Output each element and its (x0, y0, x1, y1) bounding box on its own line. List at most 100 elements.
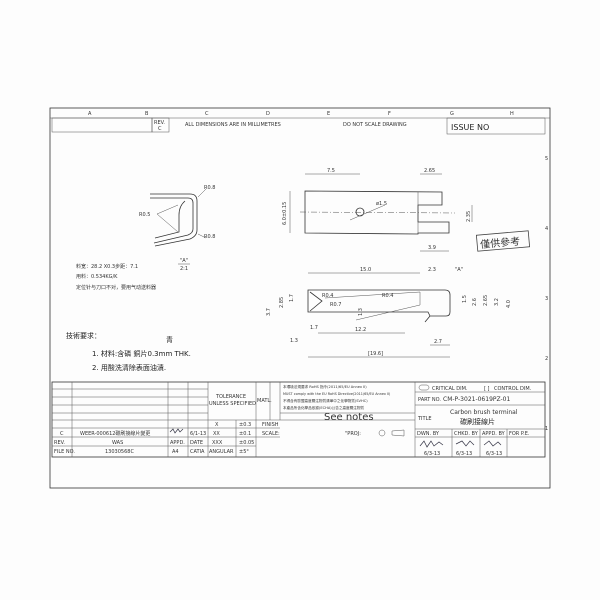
top-view-outline (304, 190, 450, 235)
tech-requirement-2: 2. 用酸洗清除表面油漬. (92, 363, 166, 372)
dim-2-3: 2.3 (428, 267, 436, 273)
dim-7-5: 7.5 (327, 168, 335, 174)
rev-row-rev: C (60, 431, 64, 437)
side-number-5: 5 (545, 156, 548, 162)
tolerance-heading: TOLERANCE (215, 394, 246, 400)
zone-b: B (145, 111, 149, 117)
side-number-3: 3 (545, 296, 548, 302)
tech-requirements-heading: 技術要求： (66, 331, 101, 340)
dim-1-7a: 1.7 (289, 294, 295, 302)
rev-header-appd: APPD. (170, 440, 185, 446)
dim-1-7b: 1.7 (310, 325, 318, 331)
tol-angular-label: ANGULAR (209, 449, 234, 455)
title-label: TITLE (417, 416, 432, 422)
tol-xxx-label: XXX (212, 440, 223, 446)
zone-labels: A B C D E F G H (88, 111, 514, 117)
side-number-1: 1 (545, 426, 548, 432)
title-block-frame (51, 381, 546, 458)
leader-r05-b (156, 213, 179, 233)
dim-3-9: 3.9 (428, 245, 436, 251)
dim-3-7: 3.7 (266, 308, 272, 316)
dim-r08-bottom: R0.8 (204, 234, 215, 240)
side-view-spring (324, 291, 421, 321)
rohs-line-2: MUST comply with the EU RoHS Directive(2… (283, 392, 391, 396)
side-number-2: 2 (545, 356, 548, 362)
dim-2-85: 2.85 (279, 297, 285, 308)
dim-2-65: 2.65 (424, 168, 435, 174)
detail-a-outer-bend (150, 193, 198, 247)
rohs-line-4: 本產品所含化學品依據(ECHA)公告之高度關注物質 (283, 405, 364, 410)
label-a: "A" (455, 267, 463, 273)
file-no-value: 13030568C (105, 449, 134, 455)
tech-requirement-1: 1. 材料:含磷 銅片0.3mm THK. (92, 349, 191, 358)
zone-c: C (205, 111, 209, 117)
side-view-body (307, 289, 451, 317)
checked-date: 6/3-13 (456, 451, 472, 457)
material-note-usage: 用料：0.534KG/K (76, 273, 118, 280)
title-cn: 碳刷接線片 (460, 417, 495, 426)
tol-x-value: ±0.3 (239, 422, 251, 428)
dim-1-3a: 1.3 (358, 308, 364, 316)
leader-hole (349, 204, 386, 221)
tol-xx-label: XX (213, 431, 220, 437)
dim-1-3b: 1.3 (290, 338, 298, 344)
issue-no: ISSUE NO (451, 123, 489, 132)
projection-symbol-circle (378, 429, 386, 437)
rev-value: C (158, 126, 162, 132)
tolerance-sub: UNLESS SPECIFIED (209, 401, 256, 407)
approved-date: 6/3-13 (486, 451, 502, 457)
dim-15: 15.0 (360, 267, 371, 273)
dim-r04-right: R0.4 (382, 293, 393, 299)
for-pe-header: FOR P.E. (509, 431, 530, 437)
appd-by-header: APPD. BY (482, 431, 506, 437)
dim-12-2: 12.2 (355, 327, 366, 333)
drawing-frame (49, 107, 551, 489)
detail-a-view: R0.8 R0.5 R0.8 "A" 2:1 (139, 185, 215, 272)
side-view-front-tab (309, 291, 323, 312)
file-no-label: FILE NO. (54, 449, 75, 455)
rev-label: REV. (154, 120, 165, 126)
rev-approval-signature (169, 428, 184, 434)
reference-stamp-box (475, 230, 531, 252)
detail-a-inner-bend (150, 197, 194, 244)
side-view: 15.0 2.3 "A" R0.4 R0.4 R0.7 2.85 1.7 3.7… (266, 267, 512, 358)
top-view: 7.5 2.65 ø1.5 6.0±0.15 2.35 3.9 (282, 168, 473, 252)
projection-symbol-cone (391, 429, 405, 437)
side-view-hook (424, 315, 431, 323)
leader-r08-bottom (197, 233, 207, 239)
zone-g: G (450, 111, 454, 117)
rev-header-was: WAS (112, 440, 123, 446)
dim-2-6: 2.6 (472, 298, 478, 306)
dim-4-0: 4.0 (506, 300, 512, 308)
dim-r04-left: R0.4 (322, 293, 333, 299)
tol-xxx-value: ±0.05 (239, 440, 254, 446)
chkd-by-header: CHKD. BY (454, 431, 479, 437)
drawn-by-signature (419, 440, 444, 448)
approved-by-signature (483, 440, 502, 447)
zone-a: A (88, 111, 92, 117)
detail-a-scale: 2:1 (180, 266, 188, 272)
material-note-strip: 料宽：28.2 X0.3步距：7.1 (76, 263, 138, 270)
zone-d: D (266, 111, 270, 117)
dim-r07: R0.7 (330, 302, 341, 308)
drawn-date: 6/3-13 (424, 451, 440, 457)
dim-2-65: 2.65 (483, 295, 489, 306)
projection-label: "PROJ: (345, 431, 361, 437)
zone-f: F (388, 111, 391, 117)
matl-label: MATL. (257, 398, 272, 404)
critical-dim-symbol (418, 384, 430, 391)
detail-a-label: "A" (180, 258, 188, 264)
dim-hole: ø1.5 (376, 201, 387, 207)
critical-dim-label: CRITICAL DIM. (432, 386, 468, 392)
dim-2-35: 2.35 (466, 211, 472, 222)
tech-requirements-color: 青 (166, 335, 173, 344)
sheet-size: A4 (172, 449, 179, 455)
checked-by-signature (455, 440, 475, 447)
rev-header-rev: REV. (54, 440, 65, 446)
leader-r05-a (156, 204, 179, 215)
scale-label: SCALE: (262, 431, 280, 437)
zone-e: E (327, 111, 330, 117)
top-view-centerline (299, 211, 456, 214)
see-notes: See notes (324, 412, 374, 423)
